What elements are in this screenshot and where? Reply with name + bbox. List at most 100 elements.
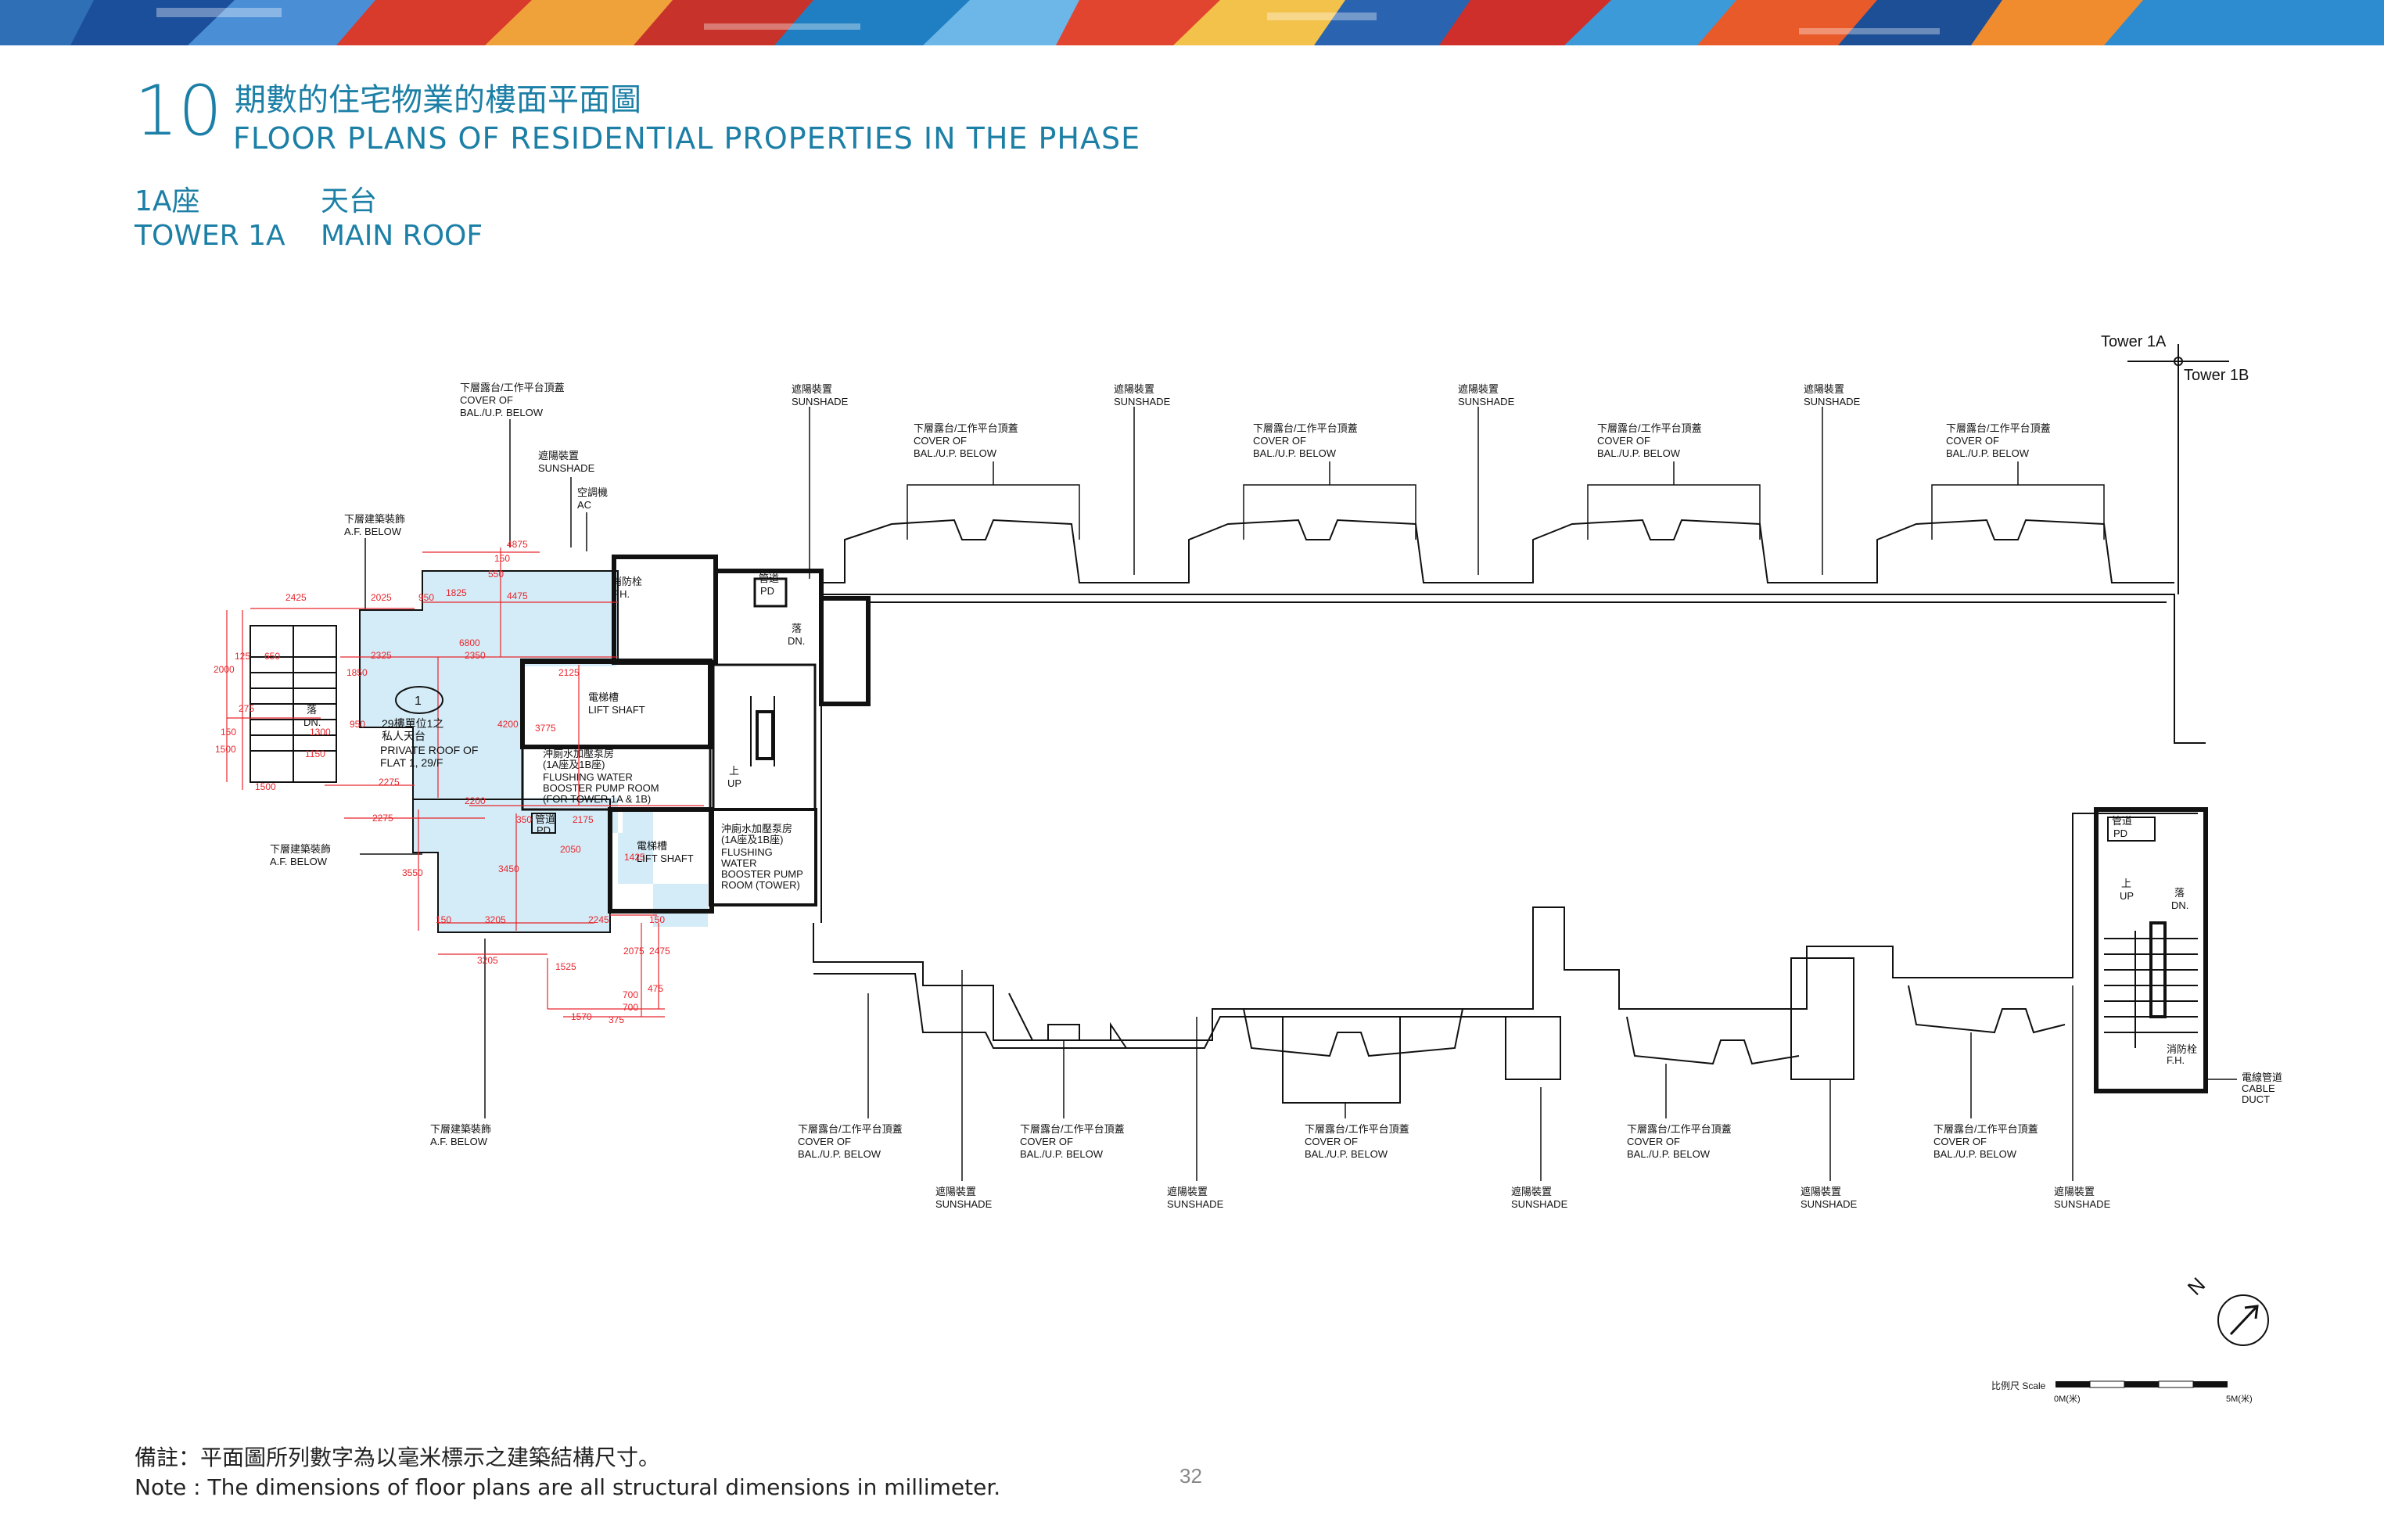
sunshade-label-en: SUNSHADE: [538, 462, 595, 474]
sunshade-label-en: SUNSHADE: [1458, 396, 1515, 407]
cover-label-zh: 下層露台/工作平台頂蓋: [1627, 1123, 1732, 1135]
roof-label-zh: 私人天台: [382, 730, 425, 742]
af-label-zh: 下層建築裝飾: [270, 843, 331, 855]
scale-label: 比例尺 Scale: [1991, 1380, 2046, 1391]
dim-label: 2245: [588, 914, 609, 925]
cover-label-en: COVER OF: [460, 394, 513, 406]
stair-left: [250, 625, 337, 783]
cover-label-en: BAL./U.P. BELOW: [1946, 447, 2030, 459]
sunshade-label-zh: 遮陽裝置: [2054, 1186, 2095, 1197]
pump-room-label: (1A座及1B座): [543, 759, 605, 770]
roof-number-badge: [395, 686, 443, 714]
dim-label: 1500: [255, 781, 276, 792]
north-arrow-icon: [2217, 1294, 2269, 1346]
dim-label: 1425: [624, 852, 645, 863]
up-label-en: UP: [727, 777, 741, 789]
sunshade-label-zh: 遮陽裝置: [1114, 383, 1154, 395]
dim-label: 2050: [560, 844, 581, 855]
dim-label: 2000: [214, 664, 235, 675]
dim-label: 4200: [497, 719, 519, 730]
cover-label-en: COVER OF: [1627, 1136, 1680, 1147]
stair-dn-label-en: DN.: [303, 716, 321, 728]
lift-shaft-label-en: LIFT SHAFT: [588, 704, 645, 716]
cover-label-en: BAL./U.P. BELOW: [798, 1148, 881, 1160]
dim-label: 150: [649, 914, 665, 925]
stair-dn-label-zh: 落: [307, 704, 317, 716]
dn-label-zh: 落: [792, 623, 802, 634]
sunshade-label-zh: 遮陽裝置: [1804, 383, 1844, 395]
cover-label-zh: 下層露台/工作平台頂蓋: [1597, 422, 1702, 434]
dim-label: 3775: [535, 723, 556, 734]
lift-shaft-label-zh: 電梯槽: [637, 840, 667, 852]
cover-label-zh: 下層露台/工作平台頂蓋: [1020, 1123, 1125, 1135]
sunshade-label-en: SUNSHADE: [1511, 1198, 1568, 1210]
cover-label-en: BAL./U.P. BELOW: [1020, 1148, 1104, 1160]
af-label-zh: 下層建築裝飾: [344, 513, 405, 525]
roof-label-en: PRIVATE ROOF OF: [380, 744, 479, 756]
pd-label-zh: 管道: [759, 573, 779, 584]
pd-label-zh: 管道: [2112, 815, 2132, 827]
dim-label: 3450: [498, 863, 519, 874]
leader-lines: [360, 407, 2237, 1181]
sunshade-label-en: SUNSHADE: [2054, 1198, 2111, 1210]
roof-number: 1: [415, 695, 422, 708]
dimension-lines: [226, 547, 704, 1018]
fh-label-zh: 消防栓: [612, 576, 642, 587]
cover-label-en: COVER OF: [1597, 435, 1650, 447]
dim-label: 950: [350, 719, 365, 730]
lift-shaft-label-en: LIFT SHAFT: [637, 853, 694, 864]
dim-label: 2475: [649, 946, 670, 957]
dim-label: 700: [623, 1002, 638, 1013]
dim-label: 2350: [465, 650, 486, 661]
note-zh: 備註：平面圖所列數字為以毫米標示之建築結構尺寸。: [135, 1445, 661, 1470]
dim-label: 275: [239, 703, 254, 714]
sunshade-label-en: SUNSHADE: [1801, 1198, 1858, 1210]
dim-label: 3205: [477, 955, 498, 966]
sunshade-label-zh: 遮陽裝置: [792, 383, 832, 395]
dim-label: 4875: [507, 539, 528, 550]
dim-label: 375: [609, 1014, 624, 1025]
dim-label: 1300: [310, 727, 331, 738]
cover-label-en: BAL./U.P. BELOW: [1627, 1148, 1711, 1160]
cover-label-en: COVER OF: [1933, 1136, 1987, 1147]
tower-1a-label: Tower 1A: [2101, 333, 2167, 350]
dn-label-zh: 落: [2174, 887, 2185, 899]
dim-label: 1570: [571, 1011, 592, 1022]
tower-label-zh: 1A座: [135, 185, 200, 217]
dim-label: 475: [648, 983, 663, 994]
north-label: N: [2183, 1273, 2210, 1299]
pump-room-label: FLUSHING WATER: [543, 771, 633, 783]
sunshade-label-zh: 遮陽裝置: [1511, 1186, 1552, 1197]
sunshade-label-en: SUNSHADE: [1804, 396, 1861, 407]
note-en: Note : The dimensions of floor plans are…: [135, 1474, 1001, 1500]
dim-label: 125: [235, 651, 250, 662]
cable-duct-label-en: CABLE: [2242, 1082, 2275, 1094]
dim-label: 2275: [379, 777, 400, 788]
pd-label-en: PD: [760, 585, 774, 597]
pd-label-en: PD: [2113, 827, 2127, 839]
pump-room-label: BOOSTER PUMP ROOM: [543, 782, 659, 794]
cover-label-en: BAL./U.P. BELOW: [914, 447, 997, 459]
ac-label-zh: 空調機: [577, 486, 608, 498]
north-arrow: N: [2183, 1273, 2269, 1346]
stair-right: [2094, 807, 2208, 1093]
up-label-en: UP: [2120, 890, 2134, 902]
cover-label-zh: 下層露台/工作平台頂蓋: [460, 382, 565, 393]
cover-label-en: COVER OF: [1253, 435, 1306, 447]
decorative-banner: [0, 0, 2384, 45]
dim-label: 1850: [346, 667, 368, 678]
pd-label-en: PD: [537, 824, 551, 836]
pd-label-zh: 管道: [535, 813, 555, 825]
cable-duct-label-zh: 電線管道: [2242, 1072, 2282, 1083]
dim-label: 150: [494, 553, 510, 564]
pump-room-label: 沖廁水加壓泵房: [543, 748, 614, 759]
af-label-zh: 下層建築裝飾: [430, 1123, 491, 1135]
roof-label-en: FLAT 1, 29/F: [380, 756, 443, 769]
sunshade-label-en: SUNSHADE: [1114, 396, 1171, 407]
cover-label-en: COVER OF: [1946, 435, 1999, 447]
pump-room-label: WATER: [721, 857, 757, 869]
tower-1b-label: Tower 1B: [2184, 367, 2249, 384]
annotations: 下層露台/工作平台頂蓋 COVER OF BAL./U.P. BELOW 遮陽裝…: [270, 382, 2282, 1210]
dn-label-en: DN.: [788, 635, 805, 647]
cover-label-zh: 下層露台/工作平台頂蓋: [1305, 1123, 1409, 1135]
